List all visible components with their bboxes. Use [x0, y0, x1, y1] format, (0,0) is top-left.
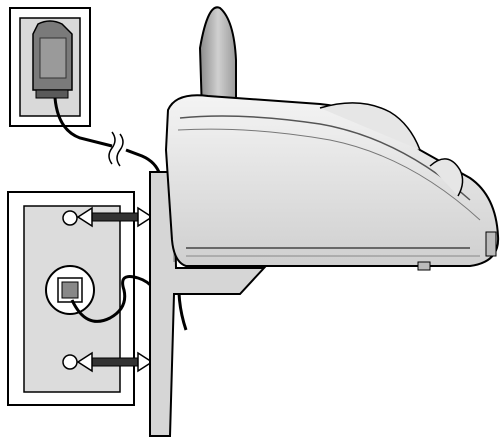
- telephone-jack: [45, 265, 95, 315]
- power-outlet: [9, 7, 91, 127]
- lower-mounting-hole: [62, 354, 78, 370]
- antenna: [198, 6, 237, 113]
- upper-mounting-hole: [62, 210, 78, 226]
- cord-break-2: [116, 133, 124, 167]
- power-adapter: [32, 20, 73, 99]
- wall-plate: [7, 191, 135, 406]
- handset-cradle: [319, 102, 421, 151]
- upper-mounting-stud: [76, 206, 154, 228]
- base-body: [164, 94, 500, 267]
- cord-break-1: [108, 131, 116, 165]
- telephone-base: [164, 94, 500, 271]
- lower-mounting-stud: [76, 351, 154, 373]
